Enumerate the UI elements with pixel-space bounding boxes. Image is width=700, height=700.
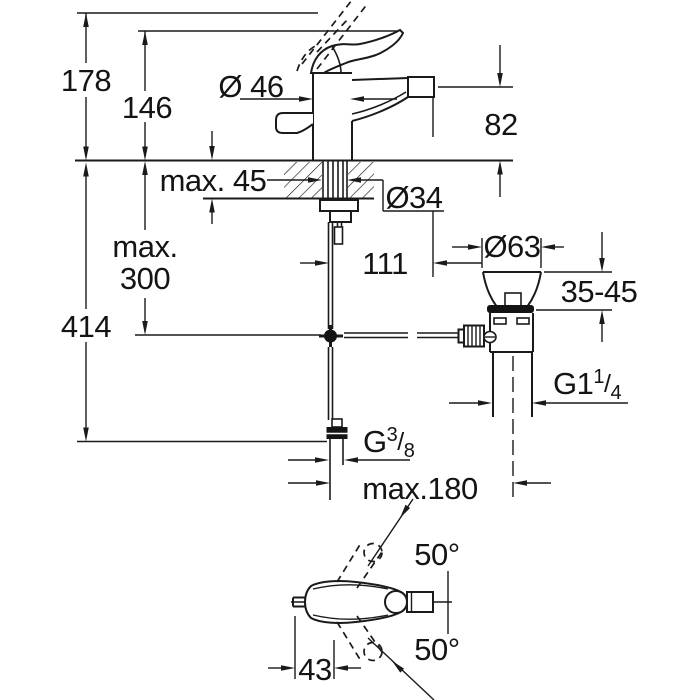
dim-flange-diameter-label: Ø63 [483,229,540,264]
handle-swivel-lower-dashed [336,615,385,662]
dim-spout-height-label: 146 [122,90,172,125]
mounting-washer [319,199,359,212]
top-view [291,542,452,662]
handle-swivel-upper-dashed [336,542,385,589]
mounting-shank [322,161,348,199]
dim-supply-height-label: 414 [61,309,111,344]
supply-hose-connector [326,418,348,439]
deck-hatch-left [284,162,322,198]
popup-rod-knob [275,112,314,134]
lever-handle [309,28,405,74]
popup-waste-assembly [344,271,542,500]
deck-hatch-right [348,162,374,198]
dim-offset-label: 111 [362,246,408,281]
dim-swivel-lower-label: 50° [414,632,459,667]
dim-hole-diameter-label: Ø34 [385,180,442,215]
dim-waste-thread-label: G11/4 [553,366,621,404]
rod-coupling-nut [457,324,485,348]
dim-reach-max-label: max.180 [362,471,478,506]
supply-tails [327,222,344,329]
dim-deck-thickness-label: max. 45 [160,163,267,198]
mounting-nut [329,210,352,223]
dim-hose-max-word: max. [112,229,177,264]
dimension-labels: 178 146 Ø 46 82 max. 45 Ø34 max. 300 111… [61,63,638,687]
dim-lever-offset-label: 43 [298,652,331,687]
front-view-mixer [275,0,435,500]
lever-handle-raised-dashed [296,0,369,72]
dim-body-diameter-label: Ø 46 [218,69,283,104]
dim-clamp-range-label: 35-45 [561,274,638,309]
dim-outlet-height-label: 82 [484,107,517,142]
dimension-lines [75,12,628,700]
top-view-aerator [406,591,434,613]
dim-swivel-upper-label: 50° [414,537,459,572]
aerator-outlet [407,76,435,98]
waste-flange-seal [487,305,534,313]
waste-plug-stem [504,292,522,307]
dim-hose-max-value: 300 [120,261,170,296]
cartridge-circle [384,590,408,614]
hose-tee-fitting [319,325,343,347]
dim-total-height-label: 178 [61,63,111,98]
dim-supply-thread-label: G3/8 [363,424,415,462]
dimension-arrowheads [83,13,605,673]
